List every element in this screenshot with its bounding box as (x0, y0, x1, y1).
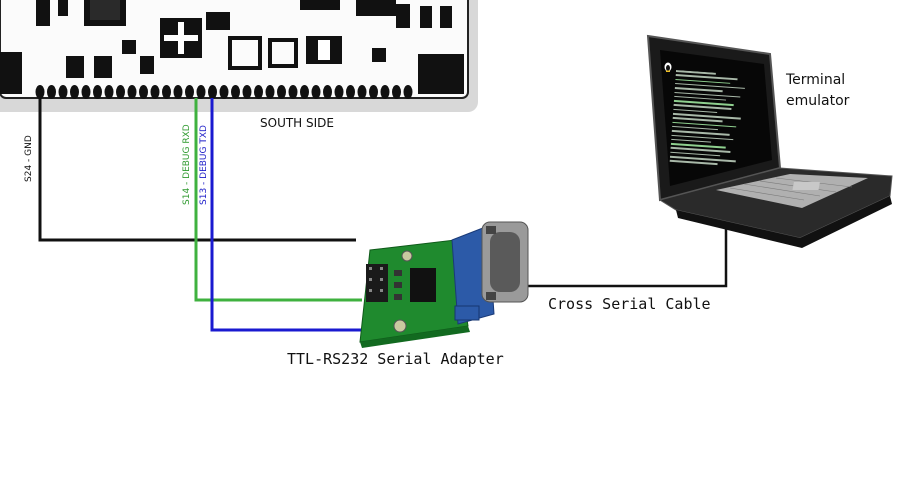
board-pad (277, 85, 286, 99)
board-pad (346, 85, 355, 99)
board-pad (334, 85, 344, 99)
board-pad (392, 85, 401, 99)
board-pad (93, 85, 102, 99)
board-pad (380, 85, 390, 99)
board-pad (70, 85, 79, 99)
board-pad (265, 85, 275, 99)
board-pad (139, 85, 148, 99)
board-pad (323, 85, 332, 99)
tux-logo-icon (664, 57, 672, 72)
board-pad (300, 85, 309, 99)
board-pad (150, 85, 160, 99)
board-pad (47, 85, 56, 99)
cable-label: Cross Serial Cable (548, 295, 711, 313)
board-pad (219, 85, 229, 99)
board-pad (357, 85, 367, 99)
board-pad (162, 85, 171, 99)
board-pad (242, 85, 252, 99)
board-pad (35, 85, 45, 99)
adapter-label: TTL-RS232 Serial Adapter (287, 350, 504, 368)
board-pad (288, 85, 298, 99)
board-pad (403, 85, 413, 99)
board-pad (116, 85, 125, 99)
board-pad (311, 85, 321, 99)
board-pad (104, 85, 114, 99)
txd-wire (210, 98, 372, 332)
board-pad (58, 85, 68, 99)
board-pad (196, 85, 206, 99)
pin-label-gnd: S24 - GND (24, 135, 34, 182)
serial-adapter-board (359, 221, 529, 348)
pin-label-rxd: S14 - DEBUG RXD (182, 124, 192, 205)
board-pad (254, 85, 263, 99)
rxd-wire (194, 98, 362, 302)
board-pad (173, 85, 183, 99)
pin-label-txd: S13 - DEBUG TXD (199, 125, 209, 205)
board-pad (231, 85, 240, 99)
board-pad (185, 85, 194, 99)
laptop-label: Terminal emulator (786, 70, 849, 112)
laptop-label-line1: Terminal (786, 72, 846, 88)
laptop-label-line2: emulator (786, 93, 850, 109)
board-pad (208, 85, 217, 99)
board-pad (81, 85, 91, 99)
terminal-line (669, 160, 718, 166)
south-side-label: SOUTH SIDE (260, 116, 334, 130)
terminal-screen (669, 70, 766, 176)
terminal-line (671, 138, 712, 144)
board-pad (369, 85, 378, 99)
board-pad (127, 85, 137, 99)
module-board (0, 0, 478, 112)
gnd-wire (38, 98, 356, 242)
